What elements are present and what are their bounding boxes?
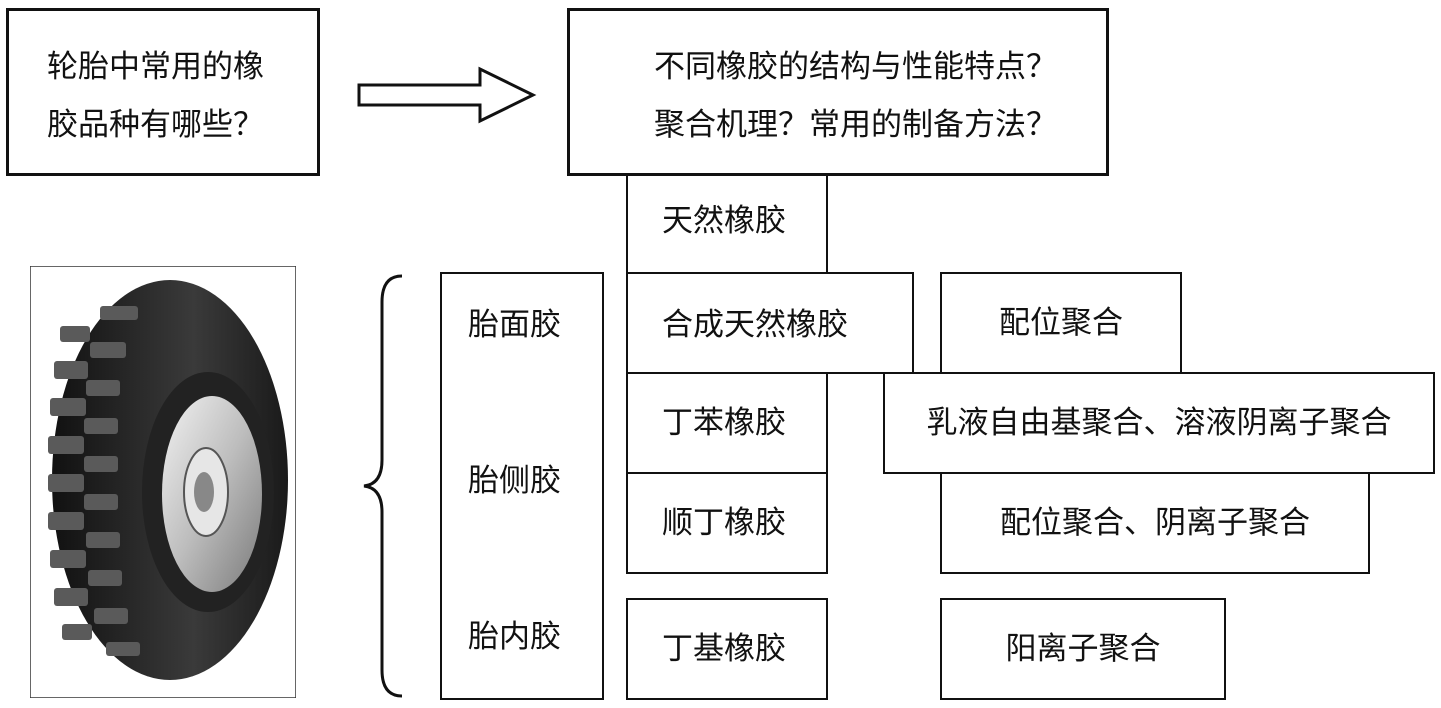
rubber-box-sbr	[626, 372, 828, 474]
method-coordination-anionic: 配位聚合、阴离子聚合	[1000, 504, 1310, 541]
tire-part-sidewall: 胎侧胶	[468, 463, 561, 499]
method-coordination: 配位聚合	[999, 304, 1123, 341]
method-box-emulsion-anionic: 乳液自由基聚合、溶液阴离子聚合	[883, 372, 1435, 474]
brace-icon	[363, 274, 403, 698]
method-box-coordination-anionic: 配位聚合、阴离子聚合	[940, 472, 1370, 574]
rubber-natural: 天然橡胶	[662, 203, 786, 239]
rubber-box-br	[626, 472, 828, 574]
tire-image	[30, 266, 296, 698]
method-box-cationic: 阳离子聚合	[940, 598, 1226, 700]
method-cationic: 阳离子聚合	[1005, 630, 1161, 667]
rubber-sbr: 丁苯橡胶	[662, 405, 786, 441]
question-right-line2: 聚合机理？常用的制备方法？	[654, 107, 1057, 143]
tire-part-tread: 胎面胶	[468, 307, 561, 343]
arrow-right-icon	[357, 66, 537, 124]
tire-parts-column	[440, 272, 604, 700]
question-box-right: 不同橡胶的结构与性能特点？ 聚合机理？常用的制备方法？	[567, 8, 1109, 176]
method-emulsion-anionic: 乳液自由基聚合、溶液阴离子聚合	[926, 404, 1392, 441]
rubber-br: 顺丁橡胶	[662, 505, 786, 541]
question-right-line1: 不同橡胶的结构与性能特点？	[654, 49, 1057, 85]
rubber-box-synthetic-natural	[626, 272, 914, 374]
question-box-left: 轮胎中常用的橡 胶品种有哪些？	[6, 8, 320, 176]
tire-part-innerliner: 胎内胶	[468, 619, 561, 655]
method-box-coordination: 配位聚合	[940, 272, 1182, 374]
question-left-line2: 胶品种有哪些？	[47, 107, 264, 143]
rubber-box-iir	[626, 598, 828, 700]
rubber-synthetic-natural: 合成天然橡胶	[662, 307, 848, 343]
rubber-box-natural	[626, 174, 828, 274]
rubber-iir: 丁基橡胶	[662, 631, 786, 667]
question-left-line1: 轮胎中常用的橡	[47, 49, 264, 85]
